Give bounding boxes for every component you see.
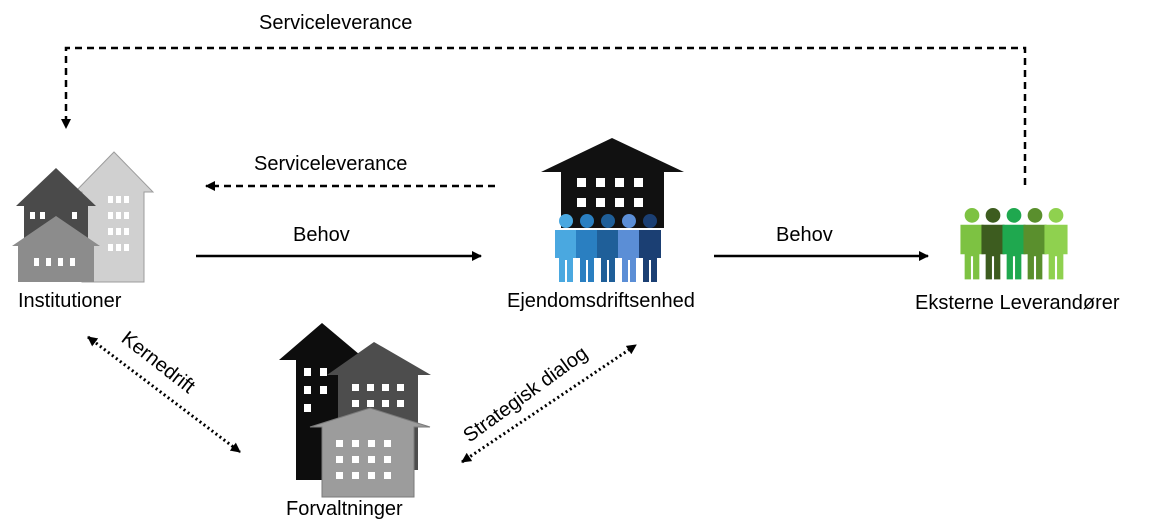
- ejendomsdrift-building-icon: [541, 138, 684, 228]
- node-eksterne-leverandorer: Eksterne Leverandører: [915, 292, 1120, 314]
- label-behov-right: Behov: [776, 224, 833, 246]
- node-institutioner: Institutioner: [18, 290, 122, 312]
- node-ejendomsdriftsenhed: Ejendomsdriftsenhed: [507, 290, 695, 312]
- label-serviceleverance-top: Serviceleverance: [259, 12, 413, 34]
- eksterne-people-group-icon: [960, 208, 1068, 280]
- label-serviceleverance-mid: Serviceleverance: [254, 153, 408, 175]
- institutioner-buildings-icon: [12, 151, 155, 283]
- ejendomsdrift-people-icon: [555, 214, 661, 282]
- label-behov-left: Behov: [293, 224, 350, 246]
- arrow-kernedrift: [87, 335, 241, 454]
- node-forvaltninger: Forvaltninger: [286, 498, 403, 520]
- forvaltninger-buildings-icon: [279, 323, 431, 498]
- arrow-top-serviceleverance: [61, 46, 1027, 185]
